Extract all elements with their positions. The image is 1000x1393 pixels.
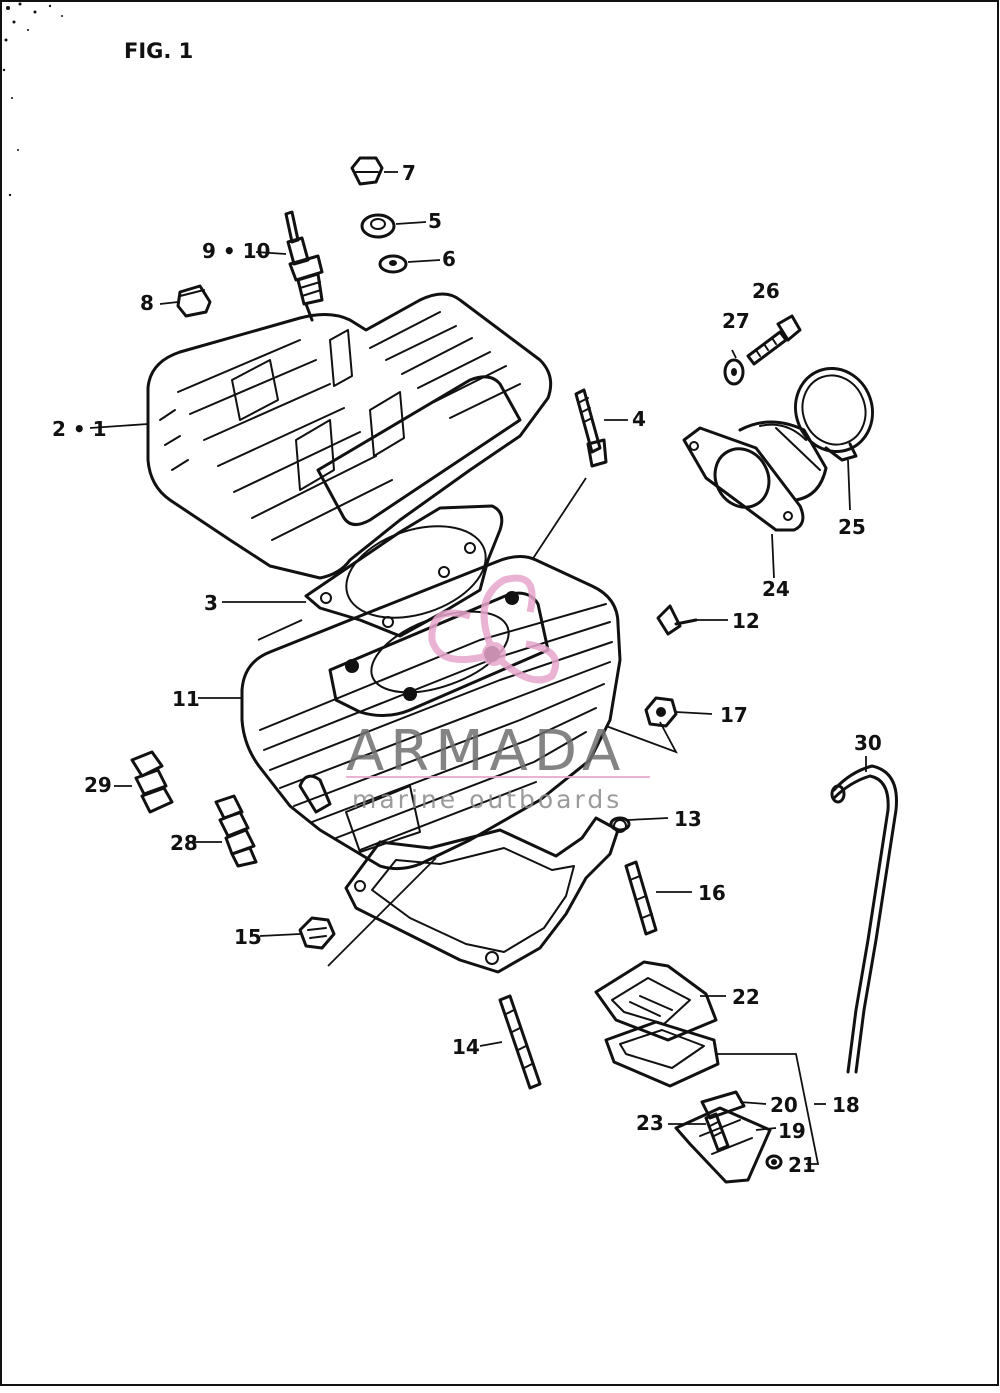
label-part-20: 20	[770, 1093, 798, 1117]
label-part-26: 26	[752, 279, 780, 303]
washer-13	[609, 816, 631, 832]
grommet-29	[130, 750, 174, 814]
cylinder-block-11	[240, 555, 622, 871]
screw-12	[656, 604, 698, 636]
reed-valve-22	[594, 960, 720, 1088]
label-part-16: 16	[698, 881, 726, 905]
washer-6	[378, 254, 408, 274]
nut-15	[298, 916, 336, 950]
label-part-5: 5	[428, 209, 442, 233]
nut-17	[644, 696, 678, 728]
watermark-logo-icon	[428, 574, 560, 684]
label-part-12: 12	[732, 609, 760, 633]
label-part-25: 25	[838, 515, 866, 539]
label-part-17: 17	[720, 703, 748, 727]
label-part-24: 24	[762, 577, 790, 601]
spark-plug-9-10	[284, 210, 324, 322]
head-gasket-3	[304, 504, 504, 638]
label-part-19: 19	[778, 1119, 806, 1143]
hose-30	[830, 764, 898, 1074]
watermark-rule	[346, 776, 650, 778]
label-part-13: 13	[674, 807, 702, 831]
label-part-11: 11	[172, 687, 200, 711]
bolt-26	[746, 314, 802, 366]
base-gasket	[344, 816, 627, 974]
intake-flange-24	[682, 420, 828, 532]
label-part-15: 15	[234, 925, 262, 949]
watermark: ARMADA marine outboards	[346, 574, 650, 814]
label-part-28: 28	[170, 831, 198, 855]
stud-14	[498, 994, 542, 1090]
washer-21	[765, 1154, 783, 1170]
label-part-7: 7	[402, 161, 416, 185]
watermark-tagline: marine outboards	[352, 785, 622, 814]
stud-4	[574, 388, 608, 468]
label-part-23: 23	[636, 1111, 664, 1135]
cap-8	[176, 284, 212, 318]
label-part-2-1: 2 • 1	[52, 417, 107, 441]
scan-noise	[2, 2, 63, 197]
label-part-8: 8	[140, 291, 154, 315]
label-part-21: 21	[788, 1153, 816, 1177]
label-part-14: 14	[452, 1035, 480, 1059]
leader-lines	[89, 171, 867, 1165]
watermark-brand: ARMADA	[346, 719, 626, 784]
cylinder-head-2-1	[146, 292, 553, 580]
hose-clamp-25	[794, 366, 874, 462]
label-part-18: 18	[832, 1093, 860, 1117]
label-part-3: 3	[204, 591, 218, 615]
part-labels: 7 5 6 9 • 10 8 2 • 1 4 3 11 26 27 25 24 …	[52, 161, 882, 1177]
label-part-9-10: 9 • 10	[202, 239, 270, 263]
figure-title: FIG. 1	[124, 39, 193, 63]
dowel-pin-16	[624, 860, 658, 936]
reed-petal-19	[674, 1106, 772, 1184]
cap-nut-7	[350, 156, 384, 186]
nut-5	[360, 213, 396, 239]
label-part-22: 22	[732, 985, 760, 1009]
label-part-4: 4	[632, 407, 646, 431]
nut-27	[723, 358, 745, 386]
screw-23	[704, 1112, 730, 1152]
label-part-6: 6	[442, 247, 456, 271]
label-part-29: 29	[84, 773, 112, 797]
label-part-30: 30	[854, 731, 882, 755]
label-part-27: 27	[722, 309, 750, 333]
grommet-28	[214, 794, 258, 868]
